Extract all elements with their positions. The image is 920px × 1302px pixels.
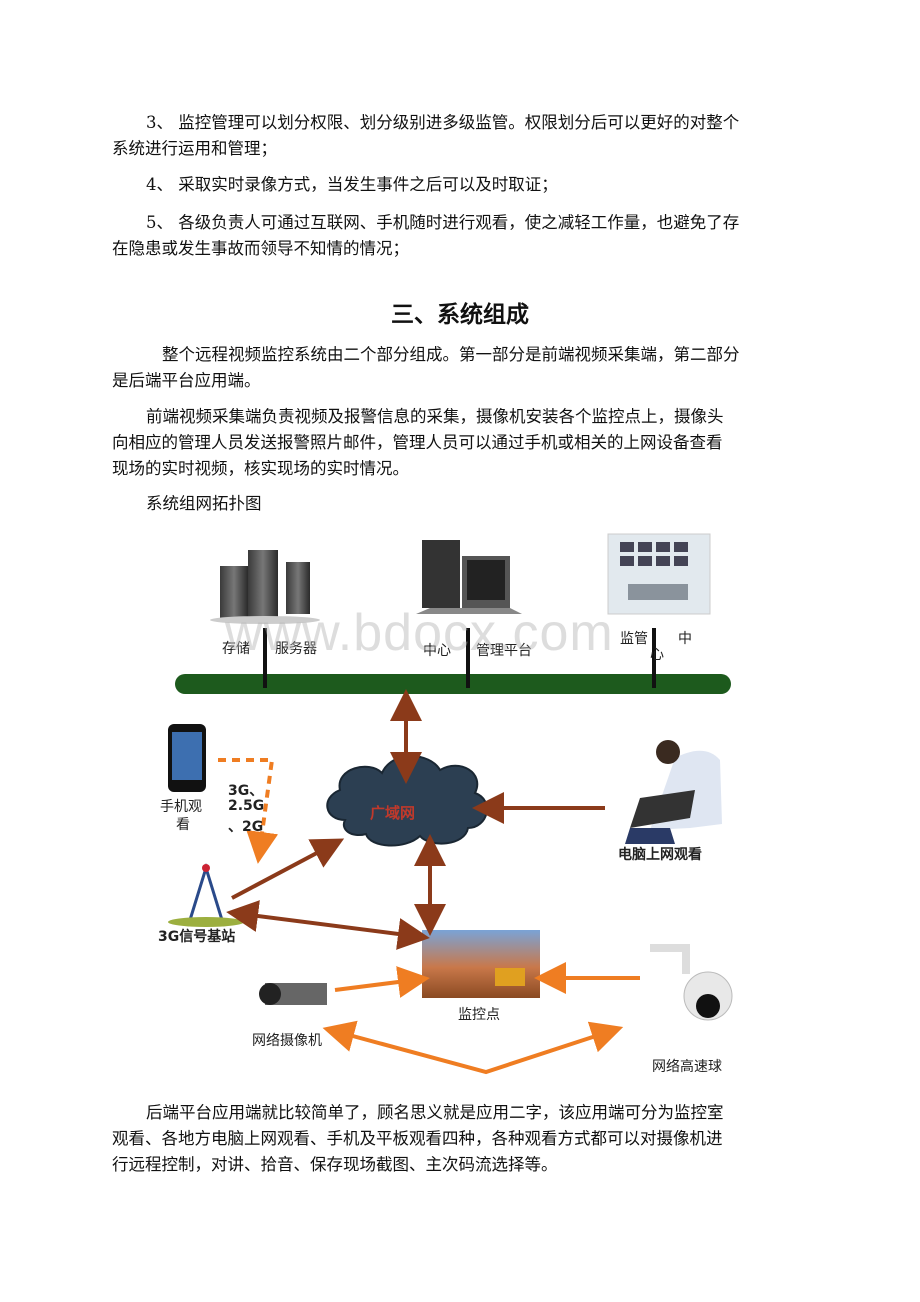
label-base-station: 3G信号基站 bbox=[158, 929, 236, 945]
mobile-phone-icon bbox=[168, 724, 206, 792]
label-platform: 管理平台 bbox=[476, 643, 532, 659]
label-phone-b: 看 bbox=[176, 817, 190, 833]
label-pc-view: 电脑上网观看 bbox=[618, 847, 702, 863]
label-dome: 网络高速球 bbox=[652, 1059, 722, 1075]
base-station-icon bbox=[168, 862, 244, 927]
mine-site-image bbox=[422, 930, 540, 998]
laptop-user-icon bbox=[625, 740, 722, 844]
platform-computer-icon bbox=[416, 540, 522, 614]
section-title: 三、系统组成 bbox=[391, 302, 529, 328]
paragraph-item-3: 3、 监控管理可以划分权限、划分级别进多级监管。权限划分后可以更好的对整个系统进… bbox=[112, 113, 740, 158]
label-net-a: 3G、 bbox=[228, 783, 264, 799]
server-rack-icon bbox=[210, 550, 320, 624]
label-net-c: 、2G bbox=[228, 819, 264, 835]
label-site: 监控点 bbox=[458, 1007, 500, 1023]
network-bus bbox=[175, 674, 731, 694]
label-monitor-b: 中 bbox=[678, 631, 692, 647]
dome-camera-icon bbox=[650, 944, 733, 1021]
label-monitor-a: 监管 bbox=[620, 631, 648, 647]
paragraph-item-5: 5、 各级负责人可通过互联网、手机随时进行观看，使之减轻工作量，也避免了存在隐患… bbox=[112, 213, 740, 258]
label-server: 服务器 bbox=[275, 641, 317, 657]
diagram-caption: 系统组网拓扑图 bbox=[146, 494, 262, 513]
wan-cloud-icon bbox=[326, 755, 488, 847]
watermark: www.bdocx.com bbox=[225, 604, 614, 662]
monitoring-room-icon bbox=[607, 533, 711, 615]
label-camera: 网络摄像机 bbox=[252, 1033, 322, 1049]
label-wan: 广域网 bbox=[370, 804, 416, 822]
label-center: 中心 bbox=[423, 643, 451, 659]
bullet-camera-icon bbox=[259, 983, 327, 1005]
topology-diagram: 存储 服务器 中心 管理平台 监管 中 心 手机观 看 3G、 2.5G 、2G… bbox=[130, 528, 750, 1088]
frontend-paragraph: 前端视频采集端负责视频及报警信息的采集，摄像机安装各个监控点上，摄像头向相应的管… bbox=[112, 407, 724, 478]
label-storage: 存储 bbox=[222, 641, 250, 657]
label-monitor-c: 心 bbox=[650, 647, 664, 663]
label-net-b: 2.5G bbox=[228, 798, 265, 814]
paragraph-item-4: 4、 采取实时录像方式，当发生事件之后可以及时取证； bbox=[146, 175, 558, 194]
label-phone-a: 手机观 bbox=[160, 799, 202, 815]
backend-paragraph: 后端平台应用端就比较简单了，顾名思义就是应用二字，该应用端可分为监控室观看、各地… bbox=[112, 1103, 724, 1174]
intro-paragraph: 整个远程视频监控系统由二个部分组成。第一部分是前端视频采集端，第二部分是后端平台… bbox=[112, 345, 740, 390]
